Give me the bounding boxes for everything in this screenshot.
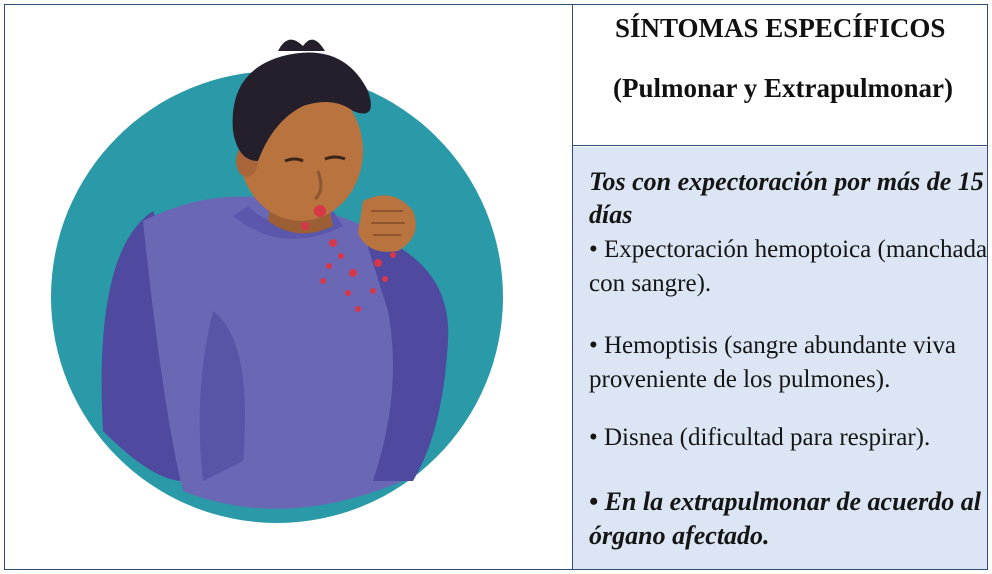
blood-splatter	[320, 239, 396, 312]
symptom-card: SÍNTOMAS ESPECÍFICOS (Pulmonar y Extrapu…	[4, 4, 988, 570]
subtitle: (Pulmonar y Extrapulmonar)	[613, 73, 954, 103]
blood-mouth	[314, 205, 326, 217]
column-divider	[572, 5, 573, 569]
sweater-shading	[199, 311, 245, 481]
symptom-item: • Hemoptisis (sangre abundante viva prov…	[589, 332, 956, 393]
blood-drop	[301, 222, 309, 230]
right-arm	[363, 231, 449, 481]
left-eye	[284, 157, 304, 163]
fist-fingers	[371, 210, 405, 236]
hair-tufts	[278, 39, 325, 51]
title-header: SÍNTOMAS ESPECÍFICOS (Pulmonar y Extrapu…	[573, 5, 987, 146]
nose	[313, 170, 323, 201]
symptom-item: • Expectoración hemoptoica (manchada con…	[589, 236, 988, 297]
right-eye	[324, 155, 346, 161]
symptom-item-emphasis: • En la extrapulmonar de acuerdo al órga…	[589, 487, 981, 550]
lead-symptom: Tos con expectoración por más de 15 días	[589, 167, 984, 229]
sweater-body	[143, 196, 403, 509]
title: SÍNTOMAS ESPECÍFICOS	[615, 13, 946, 43]
symptoms-panel: Tos con expectoración por más de 15 días…	[573, 147, 987, 569]
symptom-item: • Disnea (dificultad para respirar).	[589, 424, 931, 451]
coughing-person-illustration	[51, 39, 503, 523]
hair	[232, 52, 371, 161]
